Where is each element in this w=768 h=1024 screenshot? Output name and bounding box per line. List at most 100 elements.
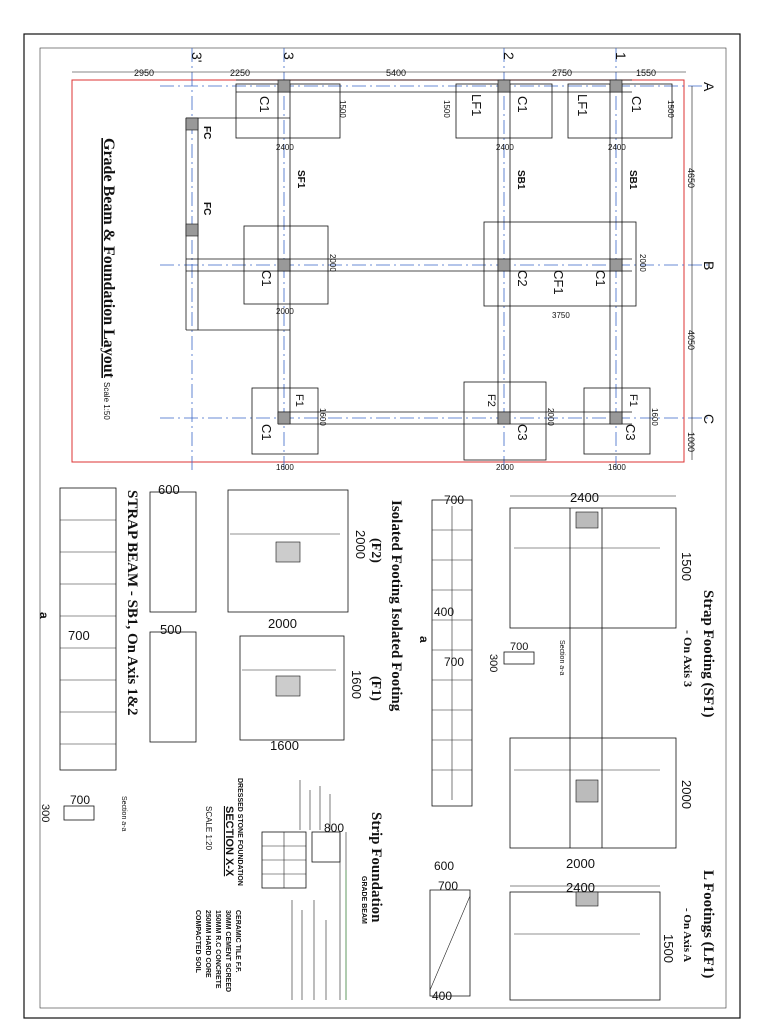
label-c1-b3: C1 xyxy=(259,270,274,287)
pad-f2-c2 xyxy=(463,381,547,461)
axis-label-3: 3 xyxy=(281,52,297,60)
plan-dim-2400-b: 2400 xyxy=(496,143,514,152)
top-dim-3: 5400 xyxy=(386,68,406,78)
sb1-section-aa: Section a-a xyxy=(120,796,127,832)
strip-section-title: SECTION X-X xyxy=(223,806,235,877)
strap-footing-title: Strap Footing (SF1) xyxy=(700,590,716,718)
label-f1-c1: F1 xyxy=(627,394,639,407)
right-dim-2: 4050 xyxy=(686,330,696,350)
sb1-dim-600: 600 xyxy=(158,482,180,497)
plan-dim-2400-c: 2400 xyxy=(608,143,626,152)
top-dim-1: 2950 xyxy=(134,68,154,78)
strip-layer-3: 150MM R.C CONCRETE xyxy=(214,910,221,989)
sf1-cut-a: a xyxy=(417,636,431,643)
strip-section-scale: SCALE 1:20 xyxy=(204,806,213,851)
pad-f1-c1 xyxy=(583,387,651,455)
label-c1-b1: C1 xyxy=(593,270,608,287)
l-footing-detail: 2400 1500 L Footings (LF1) - On Axis A 7… xyxy=(429,870,716,1003)
axis-label-2: 2 xyxy=(501,52,517,60)
layout-title: Grade Beam & Foundation Layout xyxy=(100,138,117,379)
columns xyxy=(185,79,623,425)
label-cf1-b: CF1 xyxy=(551,270,566,295)
isolated-footing-f2: 2000 2000 xyxy=(227,489,368,631)
label-c1-a3: C1 xyxy=(257,96,272,113)
sb1-dim-500: 500 xyxy=(160,622,182,637)
l-footing-sub: - On Axis A xyxy=(681,908,693,962)
sheet-inner-border xyxy=(39,47,727,1009)
isolated-f1-label: (F1) xyxy=(368,676,383,701)
plan-dim-2000-b3: 2000 xyxy=(276,307,294,316)
sf1-dim-2400: 2400 xyxy=(570,490,599,505)
label-sf1: SF1 xyxy=(295,170,306,189)
sf1-sec-300: 300 xyxy=(487,654,499,672)
grade-beams xyxy=(185,79,632,425)
label-c1-a1: C1 xyxy=(629,96,644,113)
strip-layer-1: CERAMIC TILE F.F. xyxy=(234,910,241,973)
sheet-border xyxy=(23,33,741,1019)
label-sb1-2: SB1 xyxy=(515,170,526,190)
f2-dim-2000: 2000 xyxy=(268,616,297,631)
lf1-sec-700: 700 xyxy=(438,879,458,893)
label-lf1-a1: LF1 xyxy=(575,94,590,116)
layout-scale: Scale 1:50 xyxy=(102,382,111,420)
strap-footing-section: 700 400 700 600 a Section a-a 700 300 xyxy=(417,493,565,873)
sf1-sec-400: 400 xyxy=(434,605,454,619)
plan-dim-1500-c: 1500 xyxy=(666,100,675,118)
top-dim-4: 2750 xyxy=(552,68,572,78)
label-fc-1: FC xyxy=(201,126,212,139)
axis-label-b: B xyxy=(701,261,717,270)
strap-beam-detail: 600 500 700 a STRAP BEAM - SB1, On Axis … xyxy=(37,482,197,832)
sb1-sec-300: 300 xyxy=(39,804,51,822)
top-dimension-chain: 2950 2250 5400 2750 1550 xyxy=(72,68,686,78)
f2-dim-2000v: 2000 xyxy=(353,530,368,559)
plan-dim-1600-b: 1600 xyxy=(608,463,626,472)
plan-dim-1500-b: 1500 xyxy=(442,100,451,118)
strap-footing-sub: - On Axis 3 xyxy=(681,630,695,687)
lf1-dim-2400: 2400 xyxy=(566,880,595,895)
axis-label-3prime: 3' xyxy=(189,52,205,62)
right-dimension-chain: 4650 4050 1000 xyxy=(686,86,696,460)
strip-foundation-detail: 800 Strip Foundation GRADE BEAM DRESSED … xyxy=(194,778,384,1000)
sf1-sec-700: 700 xyxy=(444,493,464,507)
label-c2-b: C2 xyxy=(515,270,530,287)
label-lf1-a2: LF1 xyxy=(469,94,484,116)
label-f1-c3: F1 xyxy=(293,394,305,407)
plan-dim-2000-c: 2000 xyxy=(496,463,514,472)
pad-c1-b3 xyxy=(243,225,329,305)
plan-dim-1600-d: 1600 xyxy=(650,408,659,426)
isolated-footing-f1: 1600 1600 xyxy=(239,635,364,753)
plan-dim-2000-e: 2000 xyxy=(638,254,647,272)
sf1-sec-700c: 700 xyxy=(510,641,528,653)
label-c1-a2: C1 xyxy=(515,96,530,113)
sf1-dim-2000: 2000 xyxy=(679,780,694,809)
sf1-sec-700b: 700 xyxy=(444,655,464,669)
plan-dim-2400-a: 2400 xyxy=(276,143,294,152)
strap-beam-title: STRAP BEAM - SB1, On Axis 1&2 xyxy=(124,490,140,715)
strip-layer-4: 250MM HARD CORE xyxy=(204,910,211,978)
label-sb1-1: SB1 xyxy=(627,170,638,190)
axis-label-a: A xyxy=(701,82,717,92)
sb1-cut-a: a xyxy=(37,612,51,619)
label-fc-2: FC xyxy=(201,202,212,215)
f1-dim-1600v: 1600 xyxy=(349,670,364,699)
strip-grade-beam: GRADE BEAM xyxy=(360,876,367,924)
strip-dressed-stone: DRESSED STONE FOUNDATION xyxy=(236,778,243,886)
label-c1-c3: C1 xyxy=(259,424,274,441)
sf1-section-aa: Section a-a xyxy=(558,640,565,676)
isolated-f2-label: (F2) xyxy=(368,538,383,563)
sb1-dim-700: 700 xyxy=(68,628,90,643)
l-footing-title: L Footings (LF1) xyxy=(700,870,716,978)
plan-dim-1500-a: 1500 xyxy=(338,100,347,118)
axis-label-c: C xyxy=(701,414,717,424)
strip-layer-5: COMPACTED SOIL xyxy=(194,910,201,974)
lf1-sec-400: 400 xyxy=(432,989,452,1003)
label-c3-c2: C3 xyxy=(515,424,530,441)
top-dim-2: 2250 xyxy=(230,68,250,78)
pad-cf1-b xyxy=(483,221,637,307)
sb1-sec-700: 700 xyxy=(70,793,90,807)
label-c3-c1: C3 xyxy=(623,424,638,441)
isolated-footing-title: Isolated Footing Isolated Footing xyxy=(388,500,404,712)
strap-footing-detail: 2400 1500 2000 2000 Strap Footing (SF1) … xyxy=(509,490,716,871)
strip-dim-800: 800 xyxy=(324,821,344,835)
